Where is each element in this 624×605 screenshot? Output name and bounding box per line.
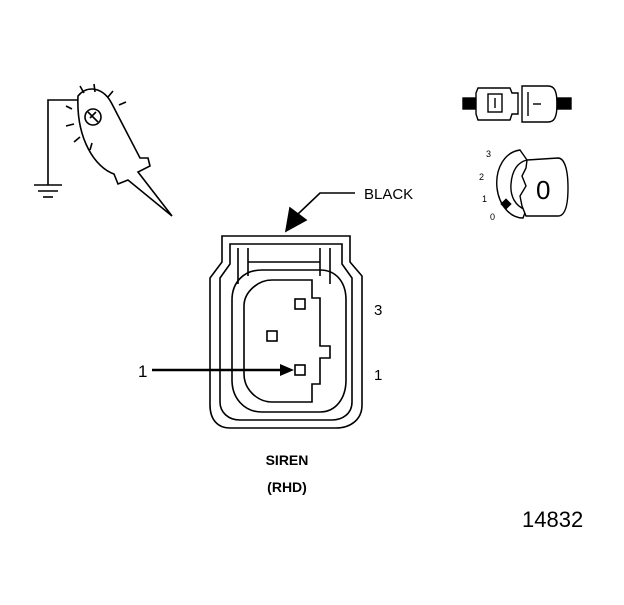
- ignition-key-position-icon: [496, 149, 569, 219]
- pin-callout-label: 1: [138, 362, 147, 381]
- wire-callout: [284, 192, 355, 233]
- key-position-2: 2: [479, 172, 484, 182]
- connector-name: SIREN: [266, 452, 309, 468]
- siren-connector: [209, 235, 363, 429]
- inline-connector-icon: [462, 85, 572, 123]
- pin-label-3: 3: [374, 302, 382, 319]
- test-light-probe-icon: [34, 83, 173, 217]
- pin-3: [294, 298, 306, 310]
- key-symbol: 0: [536, 175, 550, 205]
- pin-1: [294, 364, 306, 376]
- connector-variant: (RHD): [267, 479, 307, 495]
- key-position-1: 1: [482, 194, 487, 204]
- pin-callout-arrow: [152, 364, 294, 376]
- wire-color-label: BLACK: [364, 186, 413, 203]
- key-position-0: 0: [490, 212, 495, 222]
- key-position-3: 3: [486, 149, 491, 159]
- pin-label-1: 1: [374, 367, 382, 384]
- figure-number: 14832: [522, 507, 583, 532]
- pin-2: [266, 330, 278, 342]
